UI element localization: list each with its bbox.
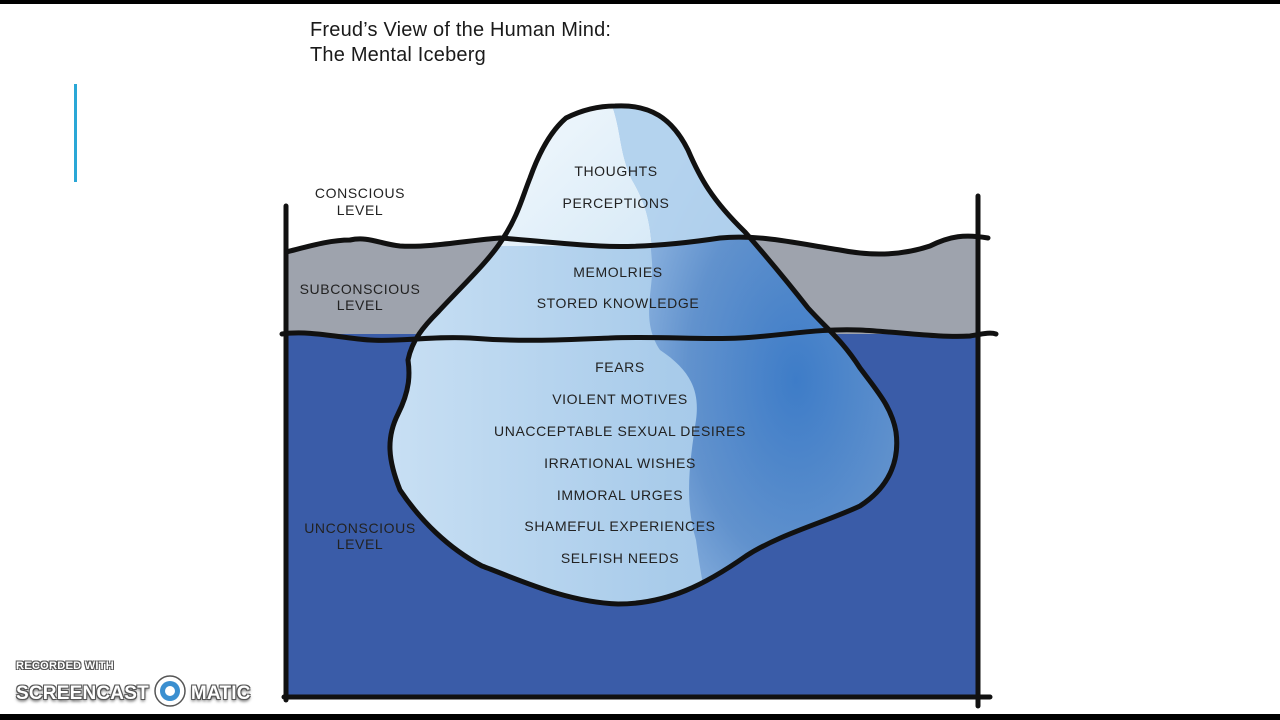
watermark-brand-left: SCREENCAST: [16, 682, 149, 704]
accent-line: [74, 84, 77, 182]
record-circle-icon: [153, 674, 187, 713]
base-item: FEARS: [595, 359, 645, 375]
base-item: IRRATIONAL WISHES: [544, 455, 696, 471]
base-item: SELFISH NEEDS: [561, 550, 679, 566]
watermark-brand: SCREENCAST MATIC: [16, 674, 251, 713]
middle-item: STORED KNOWLEDGE: [537, 295, 700, 311]
top-border: [0, 0, 1280, 4]
subconscious-label-1: SUBCONSCIOUS: [300, 281, 421, 297]
title-line-1: Freud’s View of the Human Mind:: [310, 19, 612, 41]
unconscious-label-1: UNCONSCIOUS: [304, 520, 416, 536]
subconscious-label-2: LEVEL: [337, 297, 384, 313]
base-item: UNACCEPTABLE SEXUAL DESIRES: [494, 423, 746, 439]
base-item: IMMORAL URGES: [557, 487, 683, 503]
unconscious-label-2: LEVEL: [337, 536, 384, 552]
slide-title: Freud’s View of the Human Mind: The Ment…: [310, 18, 611, 68]
tip-item: PERCEPTIONS: [563, 195, 670, 211]
watermark-brand-right: MATIC: [190, 682, 251, 704]
watermark-recorded-text: RECORDED WITH: [16, 660, 115, 672]
tip-item: THOUGHTS: [574, 163, 657, 179]
base-item: VIOLENT MOTIVES: [552, 391, 688, 407]
title-line-2: The Mental Iceberg: [310, 44, 486, 66]
conscious-label-2: LEVEL: [337, 202, 384, 218]
conscious-label-1: CONSCIOUS: [315, 185, 405, 201]
bottom-border: [0, 714, 1280, 720]
screencast-watermark: RECORDED WITH SCREENCAST MATIC: [16, 660, 251, 713]
base-item: SHAMEFUL EXPERIENCES: [524, 518, 715, 534]
middle-item: MEMOLRIES: [573, 264, 662, 280]
